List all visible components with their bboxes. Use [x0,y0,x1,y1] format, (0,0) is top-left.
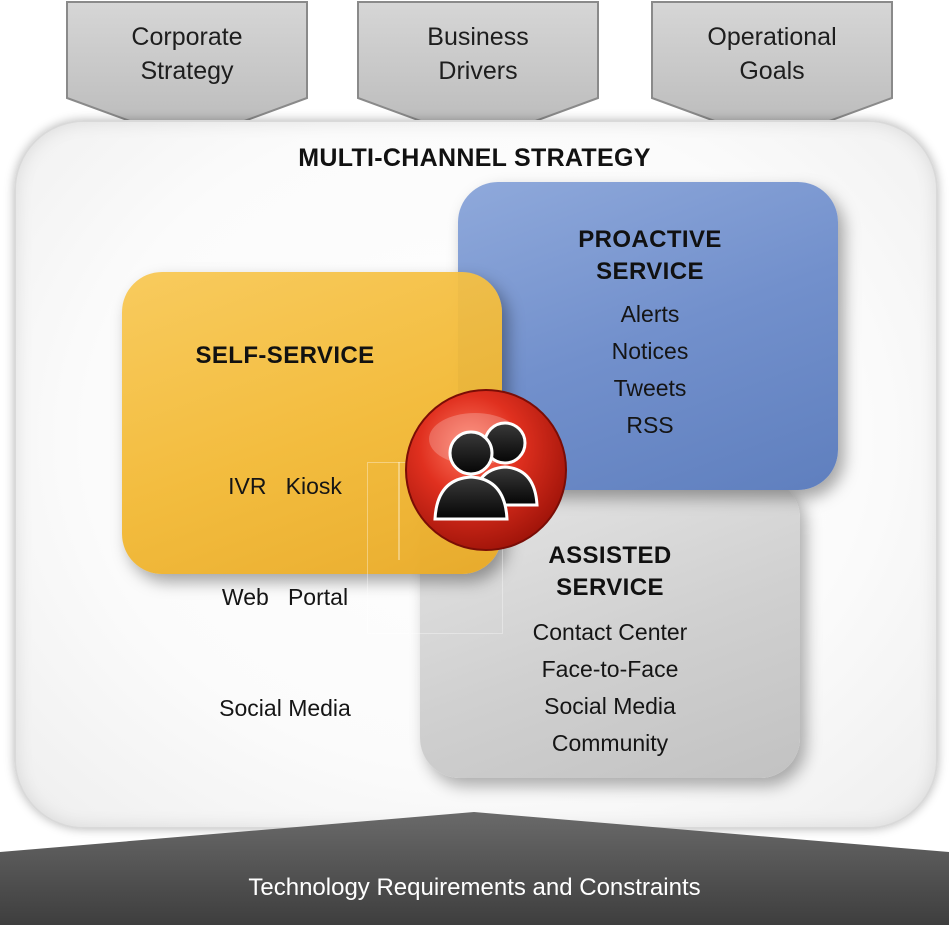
arrow-label-line: Strategy [140,57,234,85]
technology-banner-label: Technology Requirements and Constraints [248,874,701,901]
arrow-operational-goals: Operational Goals [650,0,894,144]
list-item: Social Media [544,693,676,719]
list-item: Community [551,730,669,756]
list-item: Social Media [219,695,351,721]
proactive-service-items: Alerts Notices Tweets RSS [515,296,785,444]
people-icon [403,387,569,553]
arrow-label-line: Drivers [438,57,518,85]
proactive-title-line: SERVICE [596,258,704,285]
assisted-service-title: ASSISTED SERVICE [475,540,745,604]
technology-banner [0,808,949,925]
self-service-items: IVR Kiosk Web Portal Social Media [150,394,420,764]
assisted-title-line: ASSISTED [548,542,672,569]
self-service-title-line: SELF-SERVICE [195,342,375,369]
arrow-label-line: Business [427,23,529,51]
panel-title: MULTI-CHANNEL STRATEGY [298,144,651,172]
overlap-guide-line [398,462,400,560]
list-item: Contact Center [532,619,688,645]
arrow-label-line: Operational [707,23,837,51]
list-item: Tweets [613,375,687,401]
list-item: Alerts [620,301,680,327]
proactive-title-line: PROACTIVE [578,226,722,253]
assisted-title-line: SERVICE [556,574,664,601]
self-service-title: SELF-SERVICE [150,340,420,372]
list-item: Notices [611,338,689,364]
arrow-label-line: Goals [739,57,805,85]
list-item: Web Portal [221,584,349,610]
proactive-service-title: PROACTIVE SERVICE [515,224,785,288]
assisted-service-items: Contact Center Face-to-Face Social Media… [475,614,745,762]
list-item: IVR Kiosk [228,473,342,499]
list-item: RSS [626,412,674,438]
arrow-business-drivers: Business Drivers [356,0,600,144]
list-item: Face-to-Face [541,656,679,682]
arrow-label-line: Corporate [131,23,243,51]
